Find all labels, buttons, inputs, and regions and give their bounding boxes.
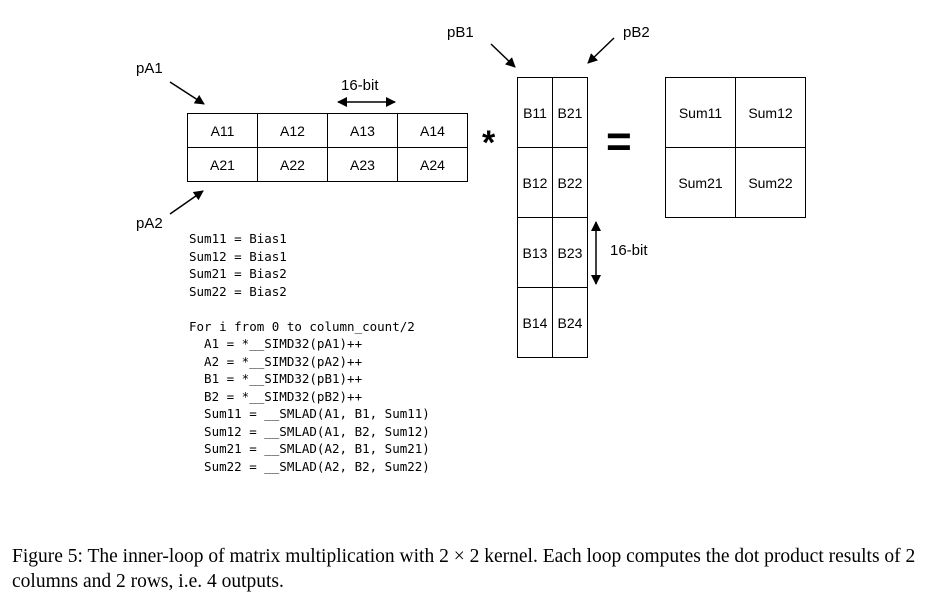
- matrix-b-cell: B11: [517, 77, 553, 148]
- matrix-a-cell: A24: [397, 147, 468, 182]
- pa2-label: pA2: [136, 215, 163, 232]
- matrix-b-cell: B22: [552, 147, 588, 218]
- matrix-a-cell: A22: [257, 147, 328, 182]
- horizontal-bit-label: 16-bit: [341, 77, 379, 94]
- code-line: A2 = *__SIMD32(pA2)++: [189, 353, 363, 369]
- matrix-b-cell: B23: [552, 217, 588, 288]
- pb2-arrow: [587, 37, 615, 64]
- figure-caption: Figure 5: The inner-loop of matrix multi…: [12, 546, 916, 592]
- matrix-a-cell: A13: [327, 113, 398, 148]
- code-line: B1 = *__SIMD32(pB1)++: [189, 371, 363, 386]
- matrix-a-cell: A12: [257, 113, 328, 148]
- code-line: Sum11 = Bias1: [189, 231, 287, 246]
- matrix-b-cell: B21: [552, 77, 588, 148]
- multiply-operator: *: [482, 124, 496, 162]
- matrix-a-cell: A11: [187, 113, 258, 148]
- code-line: Sum12 = Bias1: [189, 248, 287, 264]
- pa2-arrow: [169, 190, 204, 215]
- equals-operator: =: [606, 117, 632, 166]
- matrix-a-cell: A21: [187, 147, 258, 182]
- matrix-sum-cell: Sum11: [665, 77, 736, 148]
- code-line: Sum22 = Bias2: [189, 283, 287, 299]
- pseudo-code: Sum11 = Bias1 Sum12 = Bias1 Sum21 = Bias…: [189, 230, 430, 475]
- code-line: A1 = *__SIMD32(pA1)++: [189, 336, 363, 351]
- code-line: Sum22 = __SMLAD(A2, B2, Sum22): [189, 458, 430, 474]
- matrix-a-cell: A14: [397, 113, 468, 148]
- matrix-b-cell: B14: [517, 287, 553, 358]
- matrix-sum-cell: Sum22: [735, 147, 806, 218]
- matrix-b-cell: B13: [517, 217, 553, 288]
- code-line: Sum21 = Bias2: [189, 266, 287, 281]
- code-line: Sum21 = __SMLAD(A2, B1, Sum21): [189, 441, 430, 456]
- matrix-sum-cell: Sum21: [665, 147, 736, 218]
- matrix-a: A11 A12 A13 A14 A21 A22 A23 A24: [187, 113, 468, 182]
- code-line: For i from 0 to column_count/2: [189, 318, 415, 334]
- code-line: Sum11 = __SMLAD(A1, B1, Sum11): [189, 406, 430, 421]
- vertical-bit-label: 16-bit: [610, 242, 648, 259]
- matrix-b-cell: B12: [517, 147, 553, 218]
- pa1-arrow: [169, 81, 205, 105]
- pb1-arrow: [490, 43, 516, 68]
- code-line: B2 = *__SIMD32(pB2)++: [189, 388, 363, 404]
- pa1-label: pA1: [136, 60, 163, 77]
- code-line: Sum12 = __SMLAD(A1, B2, Sum12): [189, 423, 430, 439]
- matrix-b-cell: B24: [552, 287, 588, 358]
- matrix-b: B11 B21 B12 B22 B13 B23 B14 B24: [517, 77, 588, 358]
- matrix-sum-cell: Sum12: [735, 77, 806, 148]
- pb2-label: pB2: [623, 24, 650, 41]
- matrix-sum: Sum11 Sum12 Sum21 Sum22: [665, 77, 806, 218]
- matrix-a-cell: A23: [327, 147, 398, 182]
- pb1-label: pB1: [447, 24, 474, 41]
